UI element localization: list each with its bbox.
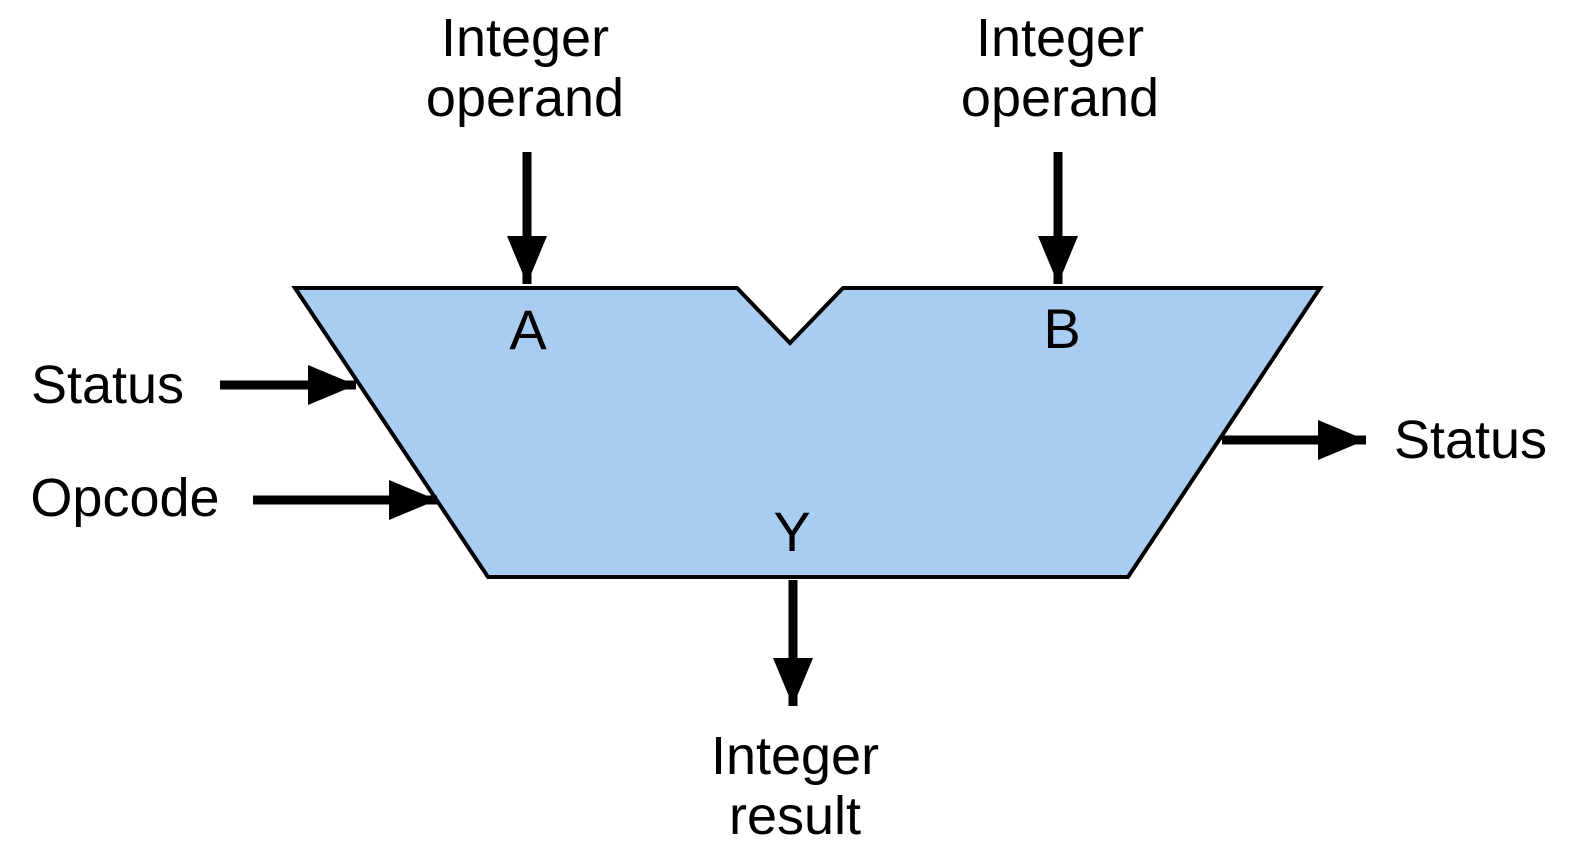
opcode-label: Opcode (30, 468, 220, 528)
status-out-label: Status (1393, 410, 1548, 470)
operand-a-caption: Integer operand (425, 8, 625, 128)
status-in-label: Status (30, 355, 185, 415)
port-y-label: Y (773, 500, 811, 563)
port-a-label: A (509, 298, 547, 361)
result-caption: Integer result (710, 726, 880, 846)
port-b-label: B (1043, 297, 1081, 360)
alu-shape (291, 286, 1324, 579)
operand-b-caption: Integer operand (960, 8, 1160, 128)
